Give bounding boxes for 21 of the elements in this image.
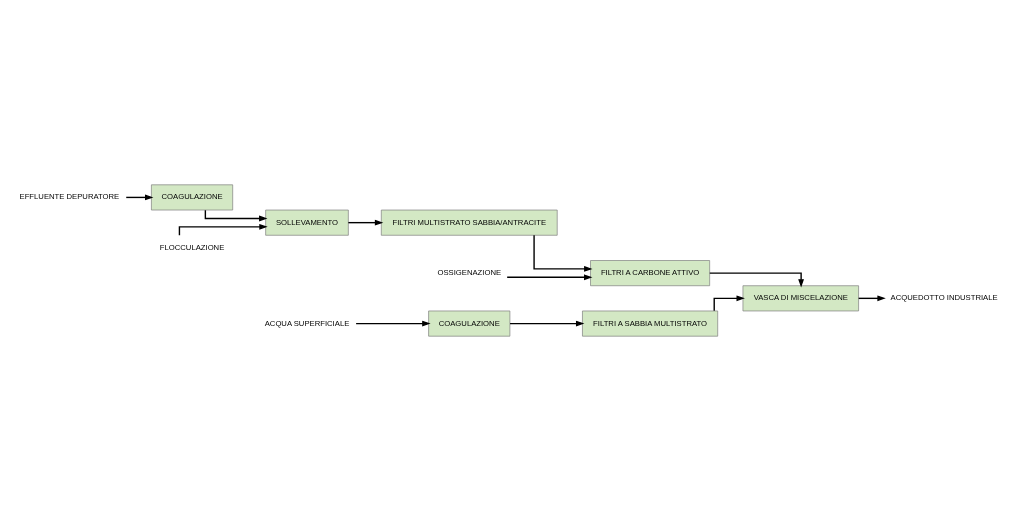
node-text: ACQUEDOTTO INDUSTRIALE [890, 292, 998, 302]
node-box: VASCA DI MISCELAZIONE [742, 284, 859, 311]
arrow [204, 208, 268, 221]
arrow [347, 219, 384, 226]
node-box: FILTRI A CARBONE ATTIVO [590, 259, 710, 286]
arrow [709, 271, 805, 288]
arrow [355, 320, 431, 327]
node-box: FILTRI A SABBIA MULTISTRATO [582, 310, 719, 337]
arrow [509, 320, 585, 327]
node-text: OSSIGENAZIONE [437, 267, 502, 277]
node-box: SOLLEVAMENTO [265, 209, 349, 236]
node-text: ACQUA SUPERFICIALE [264, 318, 350, 328]
node-box: COAGULAZIONE [151, 183, 234, 210]
node-text: EFFLUENTE DEPURATORE [19, 191, 120, 201]
arrow [857, 294, 886, 301]
node-text: FLOCCULAZIONE [159, 242, 225, 252]
arrow [533, 234, 593, 272]
arrow [125, 193, 154, 200]
node-box: COAGULAZIONE [428, 310, 511, 337]
node-box: FILTRI MULTISTRATO SABBIA/ANTRACITE [380, 209, 558, 236]
arrow [506, 273, 593, 280]
